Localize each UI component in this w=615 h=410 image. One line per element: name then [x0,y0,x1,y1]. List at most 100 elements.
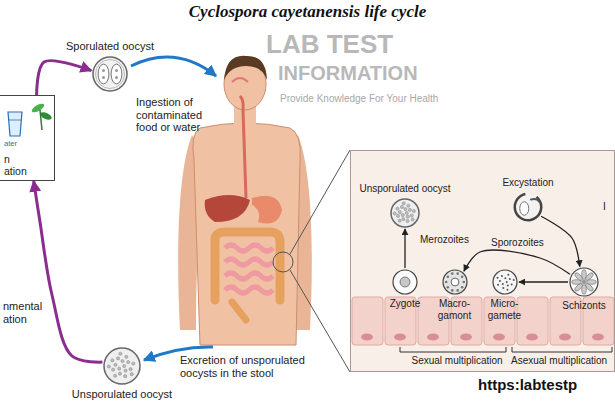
oocyst-circle [92,56,128,92]
gamont-circle [451,278,459,286]
schizont-circle [569,267,599,297]
excystation-circle [531,199,539,202]
oocyst-circle [405,211,408,214]
gamete-circle [509,278,511,280]
label-holder: Sporozoites [491,232,544,250]
website-url: https:labtestp [478,376,577,393]
gamont-circle [461,286,464,289]
oocyst-circle [124,375,127,378]
human-body [232,302,246,320]
oocyst-circle [116,357,119,360]
oocyst-circle [118,367,121,370]
gamete-circle [507,285,509,287]
oocyst-circle [123,364,126,367]
gamont-circle [447,276,450,279]
oocyst-circle [402,202,405,205]
human-body [232,78,248,82]
node-label: Sporulated oocyst [65,40,155,53]
cycle-arrow [464,250,570,274]
oocyst-circle [404,208,407,211]
oocyst-circle [396,214,399,217]
watermark: LAB TEST [266,30,393,60]
oocyst-circle [115,69,118,72]
oocyst-circle [408,208,411,211]
gamete-circle [493,270,517,294]
host-cells [352,297,614,345]
oocyst-circle [98,64,109,84]
source-box-icon [40,110,42,130]
source-box-icon [30,102,45,114]
oocyst-circle [93,57,127,91]
label-holder: Provide Knowledge For Your Health [280,88,438,106]
oocyst-circle [111,368,114,371]
stage-label: Merozoites [420,234,469,246]
gamete-circle [506,281,508,283]
oocyst-circle [398,210,401,213]
cell-nucleus [427,334,439,341]
oocyst-circle [107,365,110,368]
node-label: Schizonts [562,300,607,312]
oocyst-circle [132,362,135,365]
oocyst-circle [102,69,105,72]
magnifier-line [273,150,350,372]
title: Cyclospora cayetanensis life cycle [189,2,426,22]
label-holder: Merozoites [420,229,469,247]
step-note: nmental ation [3,300,47,325]
inset-panel: Unsporulated oocystExcystationZygoteMacr… [350,150,615,372]
oocyst-circle [127,360,130,363]
oocyst-circle [396,207,399,210]
gamete-circle [513,279,515,281]
schizont-circle [570,268,598,296]
node-label: Zygote [389,298,421,310]
human-body [252,196,282,224]
oocyst-circle: Unsporulated oocyst [357,183,454,228]
oocyst-circle [130,373,133,376]
schizont-circle: Schizonts [560,267,609,312]
node-label: n ation [4,153,34,177]
oocyst-circle [114,363,117,366]
oocyst-circle [119,352,122,355]
node-label: Micro- gamete [483,298,527,321]
oocyst-circle [129,368,132,371]
oocyst-circle [104,348,140,384]
phase-label: Sexual multiplication [412,355,505,367]
source-box-icon [8,112,22,136]
gamete-circle [504,277,506,279]
oocyst-circle [102,76,105,79]
magnifier-line [273,252,293,272]
excystation-circle [520,202,529,216]
cell-nucleus [361,334,604,341]
gamete-circle [511,283,513,285]
cell-nucleus [361,334,373,341]
zygote-circle [392,269,418,295]
watermark: INFORMATION [278,62,418,85]
bracket [400,347,612,352]
label-holder: LAB TEST [266,30,393,60]
cycle-arrow [541,216,580,266]
node-label: Unsporulated oocyst [359,183,452,195]
zygote-circle: Zygote [387,269,423,310]
oocyst-circle [410,214,413,217]
stage-label: Sporozoites [491,237,544,249]
oocyst-circle [125,355,128,358]
gamete-circle: Micro- gamete [481,269,530,321]
gamete-circle [497,284,499,286]
oocyst-circle [391,199,419,227]
gamont-circle [442,269,468,295]
gamete-circle [497,277,499,279]
gamont-circle [443,270,467,294]
bracket [400,347,506,352]
gamont-circle [456,289,459,292]
gamete-circle [506,289,508,291]
label-holder: https:labtestp [478,376,577,394]
oocyst-circle [111,64,122,84]
cell-nucleus [559,334,571,341]
oocyst-circle [398,219,401,222]
excystation-circle [513,193,542,222]
watermark: Provide Knowledge For Your Health [280,93,438,105]
node-label: Macro- gamont [433,298,477,321]
oocyst-circle [104,348,140,384]
phase-label: Asexual multiplication [511,355,609,367]
cycle-arrow [519,281,568,282]
gamete-circle [493,270,517,294]
